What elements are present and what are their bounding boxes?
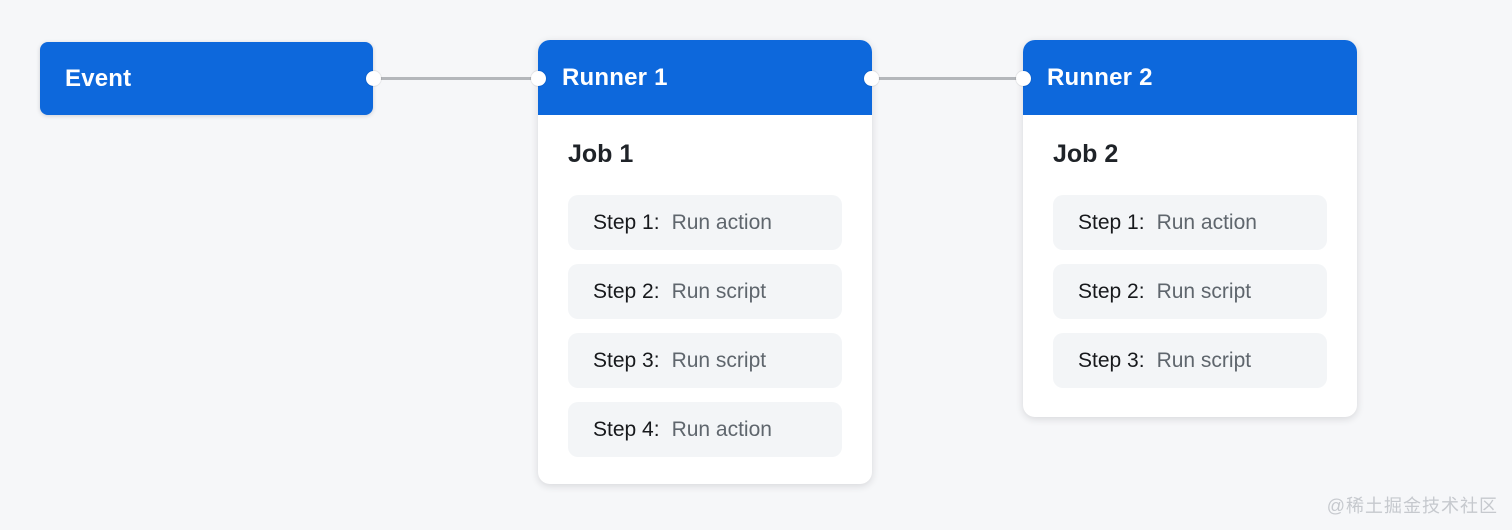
- runner2-card: Runner 2 Job 2 Step 1: Run action Step 2…: [1023, 40, 1357, 417]
- step-label: Step 1:: [1078, 210, 1145, 234]
- runner1-card: Runner 1 Job 1 Step 1: Run action Step 2…: [538, 40, 872, 484]
- connector-dot: [366, 71, 381, 86]
- runner1-title: Runner 1: [562, 63, 668, 91]
- connector-line-event-runner1: [373, 77, 538, 80]
- step-action: Run action: [671, 417, 772, 441]
- connector-dot: [531, 71, 546, 86]
- job1-title: Job 1: [568, 140, 634, 168]
- step-action: Run action: [671, 210, 772, 234]
- step-item: Step 1: Run action: [568, 195, 842, 250]
- connector-line-runner1-runner2: [872, 77, 1023, 80]
- job2-title: Job 2: [1053, 140, 1119, 168]
- connector-dot: [864, 71, 879, 86]
- watermark-text: @稀土掘金技术社区: [1326, 496, 1498, 516]
- step-label: Step 1:: [593, 210, 660, 234]
- runner2-body: Job 2 Step 1: Run action Step 2: Run scr…: [1023, 115, 1357, 388]
- connector-dot: [1016, 71, 1031, 86]
- step-label: Step 3:: [593, 348, 660, 372]
- step-action: Run script: [671, 348, 767, 372]
- runner1-body: Job 1 Step 1: Run action Step 2: Run scr…: [538, 115, 872, 457]
- runner2-title: Runner 2: [1047, 63, 1153, 91]
- step-action: Run script: [1156, 348, 1252, 372]
- step-label: Step 2:: [1078, 279, 1145, 303]
- step-label: Step 2:: [593, 279, 660, 303]
- step-item: Step 2: Run script: [1053, 264, 1327, 319]
- event-label: Event: [65, 64, 132, 92]
- step-item: Step 1: Run action: [1053, 195, 1327, 250]
- step-label: Step 4:: [593, 417, 660, 441]
- runner1-header: Runner 1: [538, 40, 872, 115]
- event-node: Event: [40, 42, 373, 115]
- step-label: Step 3:: [1078, 348, 1145, 372]
- step-action: Run script: [1156, 279, 1252, 303]
- runner2-header: Runner 2: [1023, 40, 1357, 115]
- step-action: Run script: [671, 279, 767, 303]
- step-item: Step 3: Run script: [1053, 333, 1327, 388]
- step-item: Step 4: Run action: [568, 402, 842, 457]
- step-item: Step 2: Run script: [568, 264, 842, 319]
- step-action: Run action: [1156, 210, 1257, 234]
- step-item: Step 3: Run script: [568, 333, 842, 388]
